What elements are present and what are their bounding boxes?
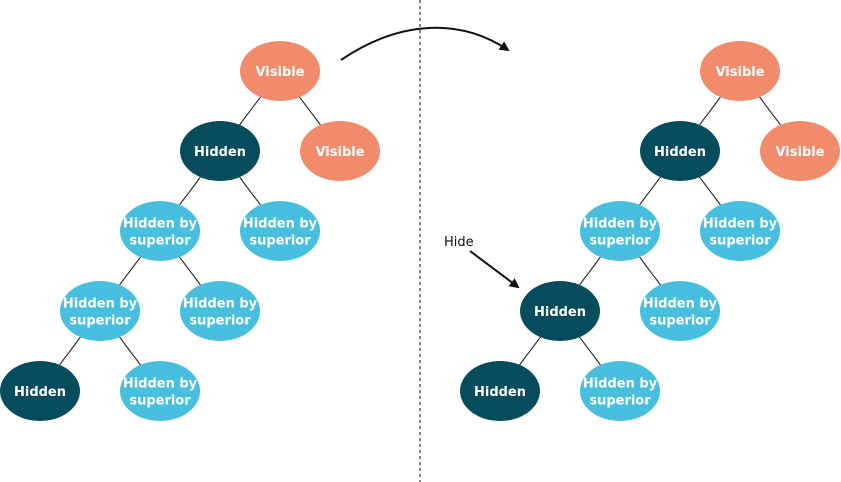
node-ellipse [700, 201, 780, 261]
tree-edge [579, 256, 601, 286]
node-label: Hidden [194, 145, 246, 160]
tree-edge [59, 336, 81, 366]
tree-edge [699, 96, 721, 126]
node-ellipse [120, 201, 200, 261]
tree-node-hidden: Hidden [640, 121, 720, 181]
tree-edge [239, 96, 261, 126]
tree-node-hidden-by-superior: Hidden by superior [580, 361, 660, 421]
node-ellipse [640, 281, 720, 341]
tree-node-hidden: Hidden [520, 281, 600, 341]
node-label: superior [589, 394, 651, 409]
tree-node-hidden-by-superior: Hidden by superior [580, 201, 660, 261]
node-label: superior [649, 314, 711, 329]
tree-node-visible: Visible [760, 121, 840, 181]
node-label: Hidden by [583, 377, 658, 392]
tree-edge [639, 256, 661, 286]
node-ellipse [760, 121, 840, 181]
tree-node-hidden-by-superior: Hidden by superior [180, 281, 260, 341]
node-label: superior [69, 314, 131, 329]
tree-node-hidden-by-superior: Hidden by superior [120, 201, 200, 261]
node-label: Visible [775, 145, 824, 160]
hide-label: Hide [444, 235, 474, 250]
node-label: superior [709, 234, 771, 249]
edges-layer [59, 96, 781, 366]
tree-node-hidden-by-superior: Hidden by superior [640, 281, 720, 341]
tree-node-visible: Visible [240, 41, 320, 101]
node-label: Hidden [474, 385, 526, 400]
node-label: Hidden [534, 305, 586, 320]
node-ellipse [0, 361, 80, 421]
node-ellipse [300, 121, 380, 181]
node-ellipse [240, 41, 320, 101]
node-label: Hidden by [123, 377, 198, 392]
node-ellipse [640, 121, 720, 181]
tree-node-hidden-by-superior: Hidden by superior [120, 361, 200, 421]
node-ellipse [180, 281, 260, 341]
node-ellipse [240, 201, 320, 261]
tree-node-hidden: Hidden [460, 361, 540, 421]
node-label: Visible [255, 65, 304, 80]
node-label: Hidden by [703, 217, 778, 232]
tree-edge [239, 176, 261, 206]
node-label: superior [589, 234, 651, 249]
node-label: Hidden [14, 385, 66, 400]
tree-node-hidden-by-superior: Hidden by superior [60, 281, 140, 341]
tree-edge [579, 336, 601, 366]
tree-node-visible: Visible [700, 41, 780, 101]
node-label: superior [189, 314, 251, 329]
node-ellipse [580, 201, 660, 261]
tree-edge [179, 256, 201, 286]
node-label: Visible [315, 145, 364, 160]
tree-edge [759, 96, 781, 126]
node-label: Hidden by [243, 217, 318, 232]
node-ellipse [460, 361, 540, 421]
tree-node-hidden-by-superior: Hidden by superior [700, 201, 780, 261]
node-label: Hidden [654, 145, 706, 160]
node-ellipse [520, 281, 600, 341]
node-ellipse [120, 361, 200, 421]
node-ellipse [580, 361, 660, 421]
node-ellipse [60, 281, 140, 341]
node-label: Hidden by [63, 297, 138, 312]
tree-edge [119, 336, 141, 366]
node-label: Visible [715, 65, 764, 80]
tree-node-visible: Visible [300, 121, 380, 181]
tree-node-hidden: Hidden [180, 121, 260, 181]
node-label: Hidden by [183, 297, 258, 312]
node-label: Hidden by [643, 297, 718, 312]
tree-node-hidden: Hidden [0, 361, 80, 421]
tree-edge [519, 336, 541, 366]
transition-arrow [340, 26, 510, 61]
tree-edge [639, 176, 661, 206]
node-label: Hidden by [583, 217, 658, 232]
node-label: Hidden by [123, 217, 198, 232]
node-label: superior [129, 394, 191, 409]
node-ellipse [180, 121, 260, 181]
tree-edge [699, 176, 721, 206]
hide-annotation: Hide [444, 235, 520, 289]
tree-node-hidden-by-superior: Hidden by superior [240, 201, 320, 261]
node-ellipse [700, 41, 780, 101]
node-label: superior [129, 234, 191, 249]
node-label: superior [249, 234, 311, 249]
tree-edge [299, 96, 321, 126]
hide-arrow [469, 250, 520, 289]
tree-edge [119, 256, 141, 286]
tree-edge [179, 176, 201, 206]
